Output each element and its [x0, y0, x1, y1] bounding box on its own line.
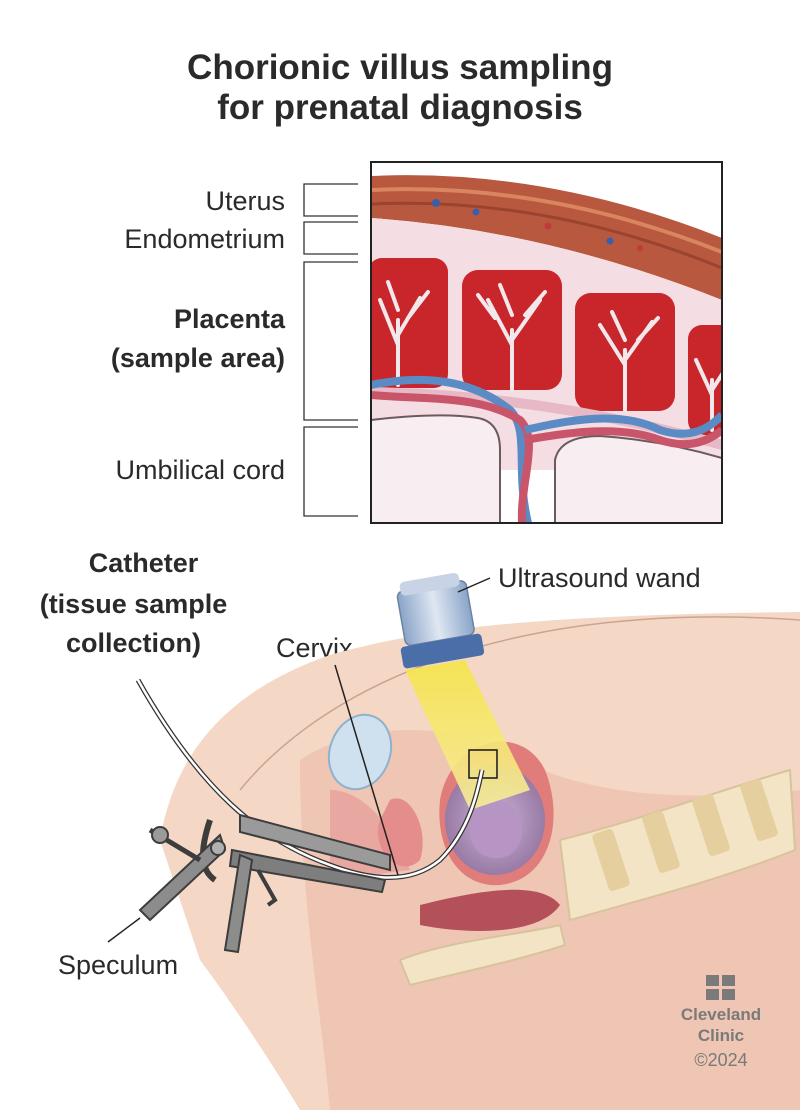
- bracket-placenta: [303, 261, 358, 421]
- label-speculum: Speculum: [58, 950, 179, 980]
- brand-name-line2: Clinic: [697, 1026, 745, 1045]
- label-placenta: Placenta: [173, 304, 285, 334]
- bracket-endometrium: [303, 221, 358, 255]
- copyright: ©2024: [694, 1050, 748, 1070]
- label-uterus: Uterus: [205, 186, 285, 216]
- label-endometrium: Endometrium: [124, 224, 285, 254]
- bracket-uterus: [303, 183, 358, 217]
- bladder: [327, 713, 393, 791]
- label-catheter-sub2: collection): [65, 628, 201, 658]
- fetus: [470, 799, 523, 859]
- label-catheter-sub1: (tissue sample: [39, 589, 228, 619]
- brand-name-line1: Cleveland: [680, 1005, 762, 1024]
- rectum: [420, 889, 560, 931]
- bracket-umbilical-cord: [303, 426, 358, 517]
- ultrasound-wand: [396, 572, 485, 669]
- inset-frame: [370, 161, 723, 524]
- cervix-leader: [334, 664, 399, 876]
- label-brackets: [303, 183, 358, 517]
- label-ultrasound-wand: Ultrasound wand: [498, 563, 701, 593]
- speculum-leader: [107, 917, 141, 943]
- ultrasound-beam: [405, 660, 530, 810]
- label-placenta-sub: (sample area): [110, 343, 285, 373]
- body-section: [160, 612, 800, 1110]
- sample-area-box: [468, 749, 498, 779]
- cleveland-clinic-logo: [706, 975, 735, 1000]
- inset-cross-section: [371, 162, 722, 523]
- speculum: [138, 813, 391, 954]
- title-line-2: for prenatal diagnosis: [217, 88, 583, 127]
- leader-lines: [107, 577, 491, 943]
- title-line-1: Chorionic villus sampling: [187, 48, 613, 87]
- label-umbilical-cord: Umbilical cord: [115, 455, 285, 485]
- artery: [371, 391, 533, 523]
- chorionic-villi: [378, 280, 722, 432]
- ultrasound-leader: [457, 577, 491, 593]
- label-catheter: Catheter: [88, 548, 199, 578]
